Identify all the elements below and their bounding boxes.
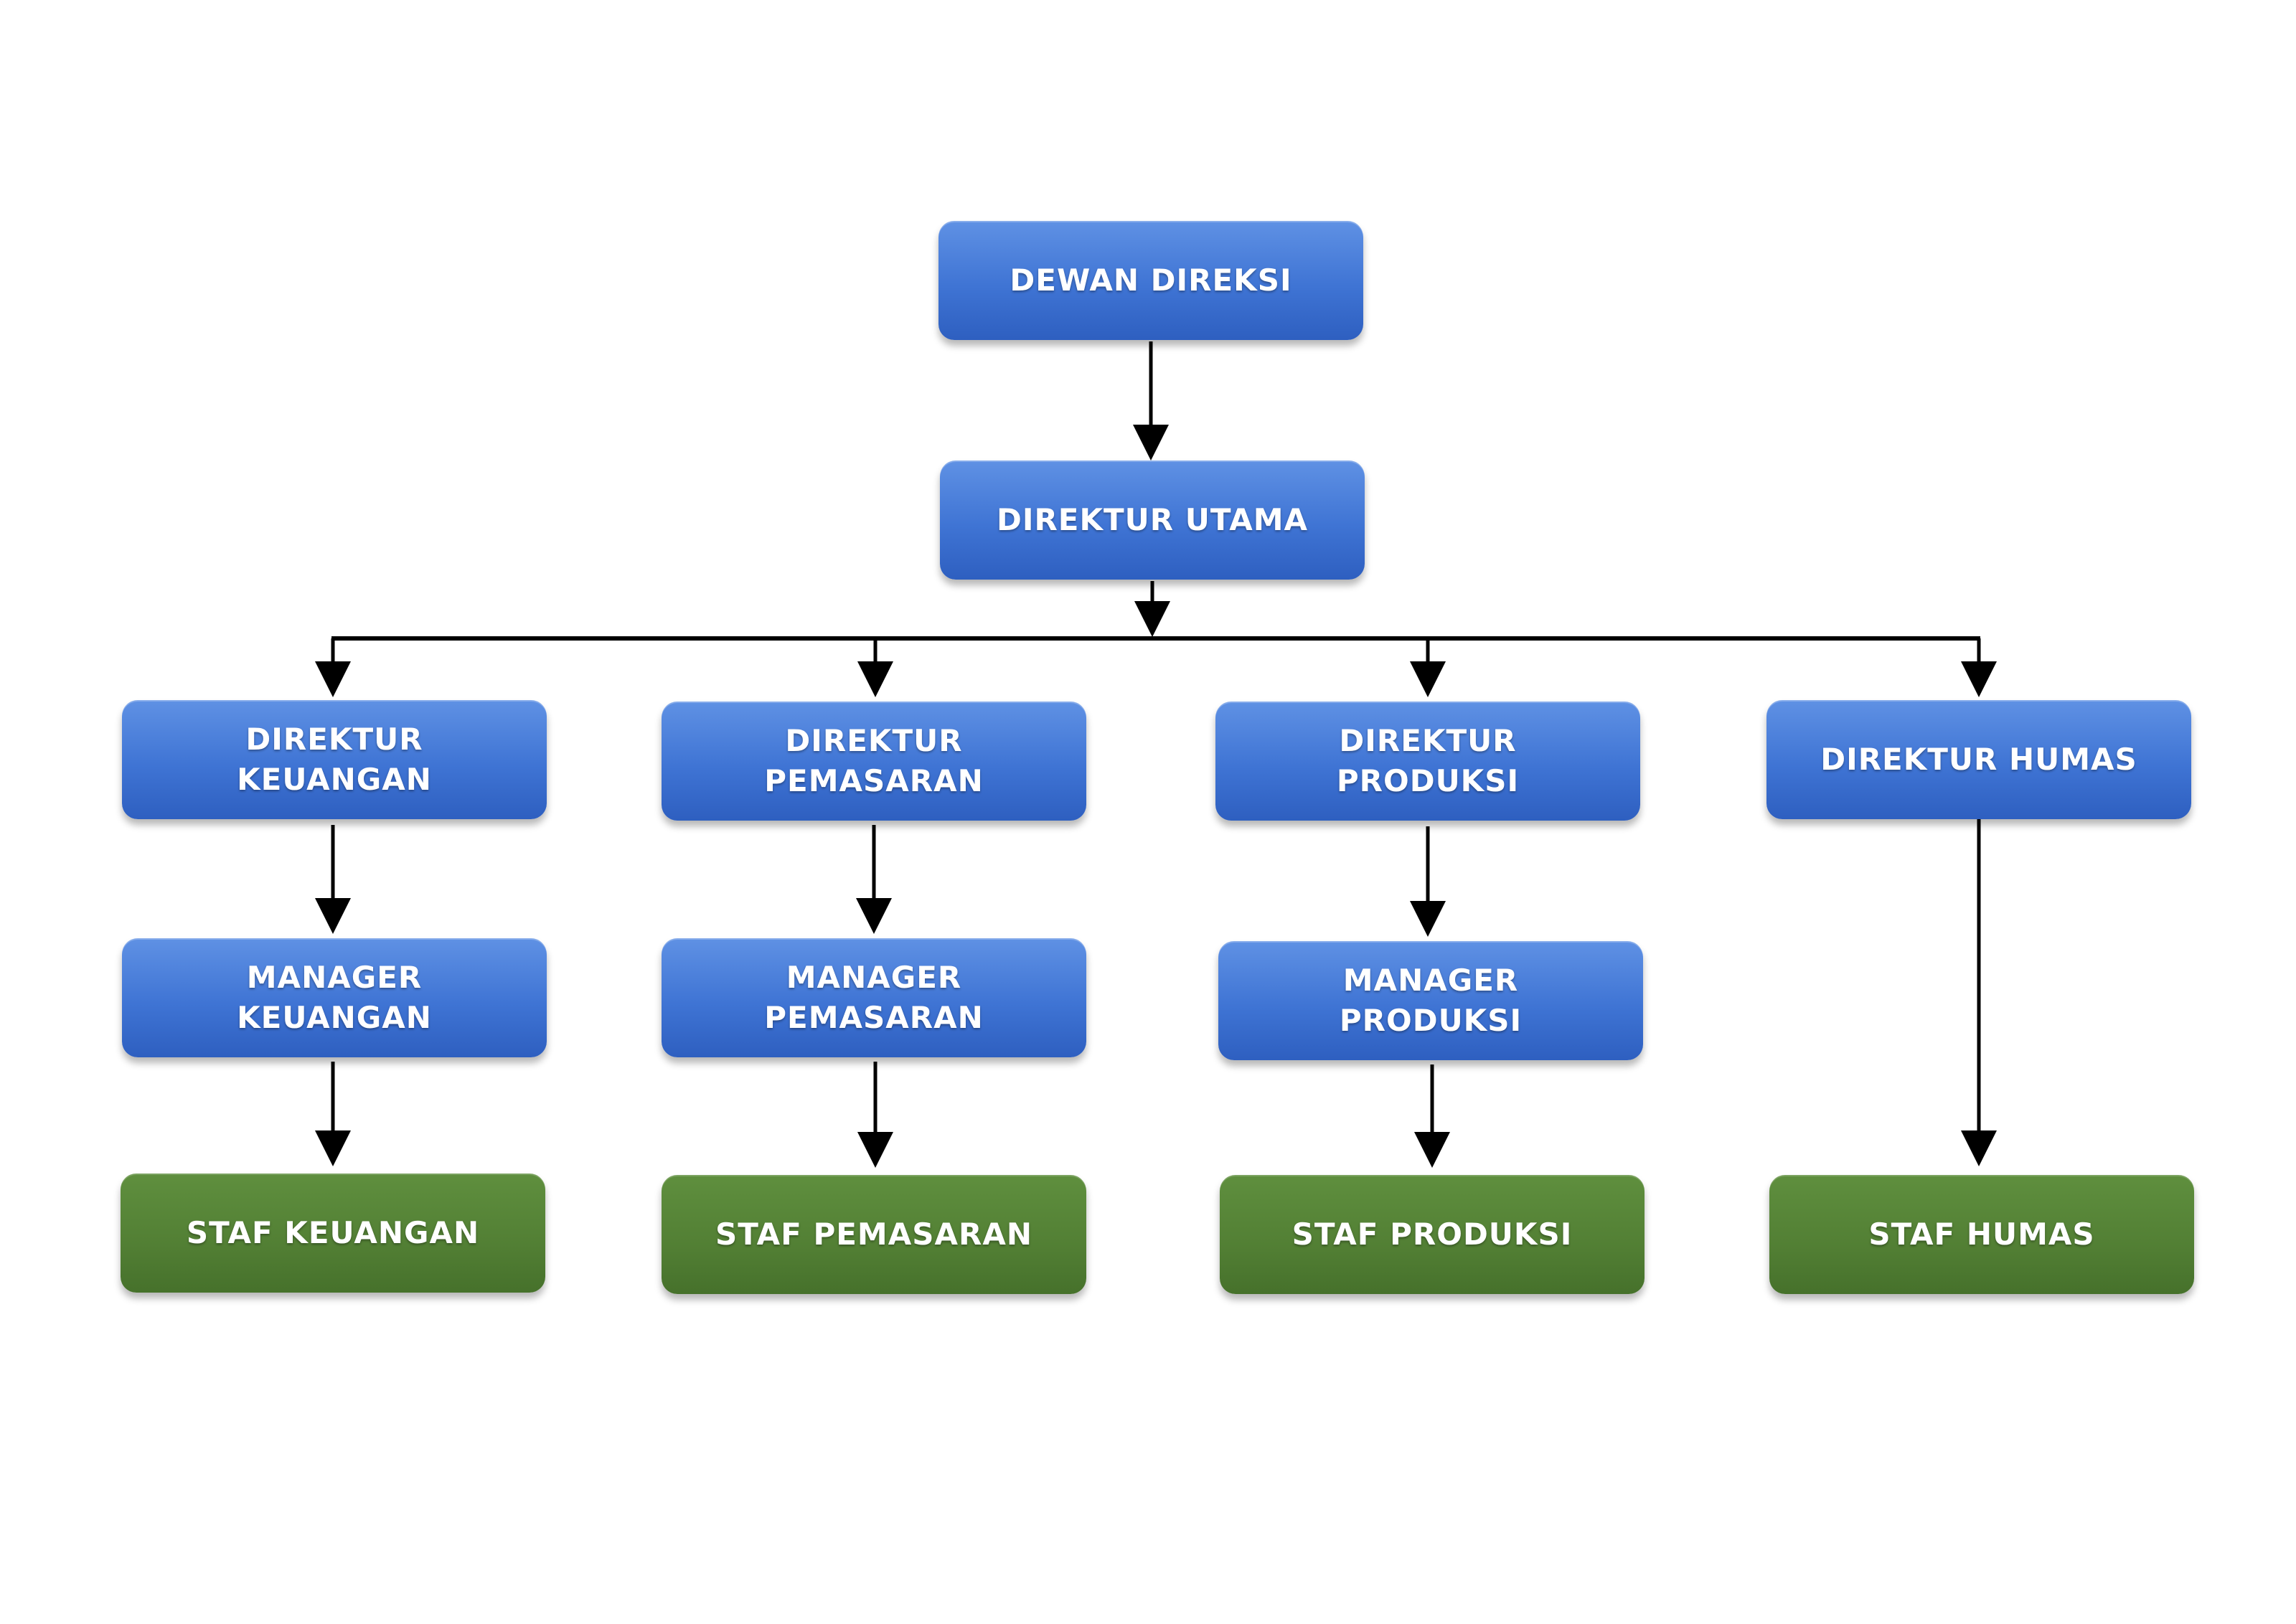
- node-staf-produksi: STAF PRODUKSI: [1220, 1175, 1645, 1294]
- node-direktur-keuangan: DIREKTUR KEUANGAN: [122, 700, 547, 819]
- node-staf-humas: STAF HUMAS: [1769, 1175, 2194, 1294]
- node-manager-pemasaran: MANAGER PEMASARAN: [662, 938, 1086, 1057]
- node-manager-produksi: MANAGER PRODUKSI: [1218, 941, 1643, 1060]
- node-direktur-humas: DIREKTUR HUMAS: [1766, 700, 2191, 819]
- node-dewan-direksi: DEWAN DIREKSI: [938, 221, 1363, 340]
- node-staf-keuangan: STAF KEUANGAN: [121, 1174, 545, 1293]
- node-manager-keuangan: MANAGER KEUANGAN: [122, 938, 547, 1057]
- node-direktur-utama: DIREKTUR UTAMA: [940, 461, 1365, 580]
- node-staf-pemasaran: STAF PEMASARAN: [662, 1175, 1086, 1294]
- node-direktur-pemasaran: DIREKTUR PEMASARAN: [662, 702, 1086, 821]
- node-direktur-produksi: DIREKTUR PRODUKSI: [1215, 702, 1640, 821]
